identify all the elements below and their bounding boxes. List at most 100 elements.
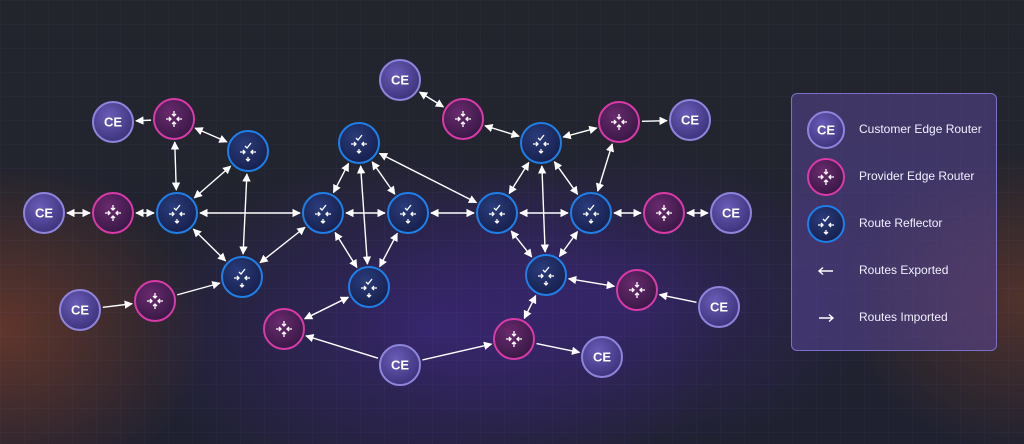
legend-label: Customer Edge Router: [859, 122, 982, 136]
legend-label: Routes Imported: [859, 310, 948, 324]
converge-arrows-icon: [629, 282, 645, 298]
converge-arrows-icon: [455, 111, 471, 127]
route-arrow: [418, 91, 445, 108]
customer-edge-router: CE: [379, 59, 421, 101]
provider-edge-router: [153, 98, 195, 140]
customer-edge-router: CE: [698, 286, 740, 328]
route-reflector: [520, 122, 562, 164]
route-arrow: [510, 230, 533, 258]
node-label: CE: [722, 206, 740, 221]
route-arrow: [484, 123, 520, 139]
route-arrow: [553, 161, 579, 195]
route-reflector: [387, 192, 429, 234]
node-label: CE: [593, 350, 611, 365]
converge-arrows-icon: [656, 205, 672, 221]
converge-arrows-icon: [166, 111, 182, 127]
provider-edge-router: [263, 308, 305, 350]
reflector-arrows-icon: [583, 204, 599, 224]
legend: CE Customer Edge Router Provider Edge Ro…: [791, 93, 997, 351]
route-reflector-icon: [807, 205, 845, 243]
provider-edge-router: [442, 98, 484, 140]
route-reflector: [302, 192, 344, 234]
converge-arrows-icon: [506, 331, 522, 347]
arrow-right-icon: [819, 313, 835, 323]
reflector-arrows-icon: [538, 266, 554, 286]
reflector-arrows-icon: [533, 134, 549, 154]
legend-item-rr: Route Reflector: [792, 204, 998, 244]
node-label: CE: [391, 358, 409, 373]
route-arrow: [332, 162, 350, 194]
route-arrow: [303, 296, 350, 320]
customer-edge-router: CE: [581, 336, 623, 378]
node-label: CE: [104, 115, 122, 130]
route-reflector: [221, 256, 263, 298]
provider-edge-router: [643, 192, 685, 234]
legend-label: Provider Edge Router: [859, 169, 975, 183]
route-arrow: [102, 300, 133, 309]
route-arrow: [193, 165, 232, 199]
route-arrow: [334, 231, 358, 269]
route-arrow: [176, 281, 221, 296]
legend-label: Route Reflector: [859, 216, 943, 230]
route-arrow: [508, 161, 530, 195]
legend-item-pe: Provider Edge Router: [792, 157, 998, 197]
routers: CE CE CE CE CE CE CE CE CE: [23, 59, 752, 386]
route-arrow: [641, 116, 668, 126]
route-reflector: [227, 130, 269, 172]
reflector-arrows-icon: [169, 204, 185, 224]
route-arrow: [536, 342, 581, 355]
customer-edge-router: CE: [92, 101, 134, 143]
connections: [66, 91, 709, 361]
node-label: CE: [71, 303, 89, 318]
node-label: CE: [681, 113, 699, 128]
legend-item-exported: Routes Exported: [792, 251, 998, 291]
route-reflector: [570, 192, 612, 234]
route-arrow: [305, 334, 379, 359]
customer-edge-router: CE: [669, 99, 711, 141]
route-arrow: [537, 165, 550, 253]
node-label: CE: [35, 206, 53, 221]
legend-item-ce: CE Customer Edge Router: [792, 110, 998, 150]
provider-edge-router: [493, 318, 535, 360]
provider-edge-icon: [807, 158, 845, 196]
provider-edge-router: [598, 101, 640, 143]
route-arrow: [259, 226, 306, 264]
provider-edge-router: [92, 192, 134, 234]
route-reflector: [338, 122, 380, 164]
customer-edge-router: CE: [710, 192, 752, 234]
converge-arrows-icon: [611, 114, 627, 130]
route-arrow: [379, 232, 398, 268]
route-arrow: [135, 116, 152, 125]
reflector-arrows-icon: [361, 278, 377, 298]
route-arrow: [422, 341, 493, 361]
route-arrow: [562, 125, 598, 140]
reflector-arrows-icon: [240, 142, 256, 162]
route-arrow: [523, 294, 537, 320]
legend-item-imported: Routes Imported: [792, 298, 998, 338]
arrow-left-icon: [817, 266, 833, 276]
reflector-arrows-icon: [489, 204, 505, 224]
route-arrow: [558, 230, 579, 258]
route-reflector: [525, 254, 567, 296]
provider-edge-router: [616, 269, 658, 311]
customer-edge-router: CE: [379, 344, 421, 386]
route-reflector: [156, 192, 198, 234]
route-arrow: [378, 152, 478, 204]
legend-label: Routes Exported: [859, 263, 949, 277]
converge-arrows-icon: [147, 293, 163, 309]
route-arrow: [194, 127, 228, 143]
route-reflector: [348, 266, 390, 308]
customer-edge-icon: CE: [807, 111, 845, 149]
reflector-arrows-icon: [351, 134, 367, 154]
customer-edge-router: CE: [23, 192, 65, 234]
route-arrow: [567, 275, 616, 290]
reflector-arrows-icon: [234, 268, 250, 288]
provider-edge-router: [134, 280, 176, 322]
reflector-arrows-icon: [315, 204, 331, 224]
converge-arrows-icon: [276, 321, 292, 337]
route-arrow: [658, 292, 697, 304]
converge-arrows-icon: [105, 205, 121, 221]
node-label: CE: [710, 300, 728, 315]
route-arrow: [192, 228, 227, 262]
